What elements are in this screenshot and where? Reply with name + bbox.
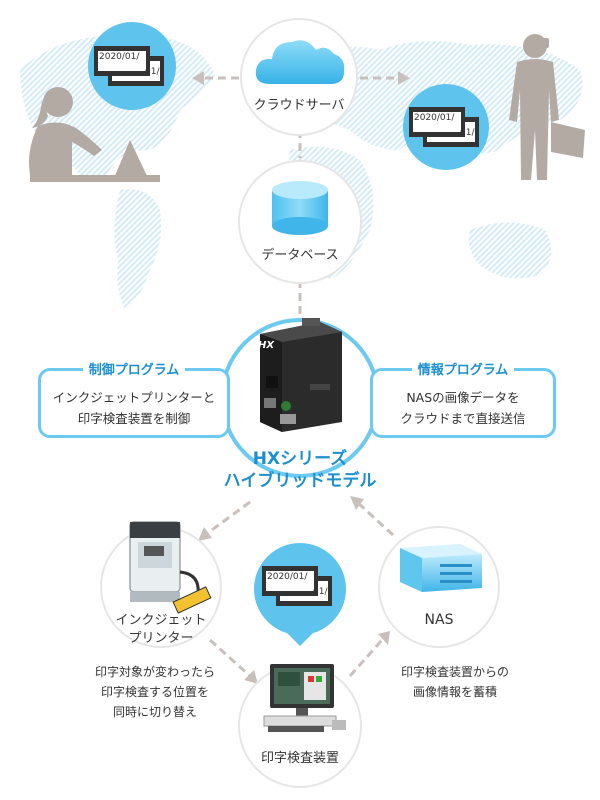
film-date-text: 2020/01/ <box>99 52 140 62</box>
hx-logo-text: HX <box>258 340 275 351</box>
film-date-text-back: 01/ <box>460 128 475 138</box>
inkjet-printer-icon <box>129 521 212 614</box>
info-program-line2: クラウドまで直接送信 <box>400 411 526 426</box>
inkjet-description-line3: 同時に切り替え <box>112 705 197 719</box>
businessman-icon <box>509 34 585 180</box>
inspection-device-icon <box>263 664 346 732</box>
person-laptop-icon <box>29 87 160 182</box>
film-date-text-back: 01/ <box>313 587 328 597</box>
control-program-callout: 制御プログラム インクジェットプリンターと 印字検査装置を制御 <box>38 363 230 438</box>
inkjet-printer-label-line2: プリンター <box>128 631 194 646</box>
nas-label: NAS <box>424 612 454 628</box>
nas-description-line1: 印字検査装置からの <box>400 665 509 679</box>
film-strip-icon <box>262 566 332 606</box>
database-label: データベース <box>261 248 339 263</box>
inspection-device-label: 印字検査装置 <box>260 751 339 766</box>
info-program-line1: NASの画像データを <box>406 390 520 405</box>
control-program-title: 制御プログラム <box>82 363 186 378</box>
info-program-title: 情報プログラム <box>411 363 515 378</box>
bubble-pointer <box>284 630 316 646</box>
inkjet-printer-label-line1: インクジェット <box>115 613 207 628</box>
control-program-line1: インクジェットプリンターと <box>52 390 216 405</box>
hx-series-subtitle: ハイブリッドモデル <box>223 471 377 491</box>
inkjet-description-line1: 印字対象が変わったら <box>94 665 215 679</box>
control-program-line2: 印字検査装置を制御 <box>77 411 191 426</box>
info-program-callout: 情報プログラム NASの画像データを クラウドまで直接送信 <box>370 363 556 438</box>
hx-controller-device <box>260 318 342 432</box>
film-strip-icon <box>409 107 479 147</box>
film-strip-icon <box>94 46 164 86</box>
nas-icon <box>400 544 482 592</box>
cloud-icon <box>255 40 345 84</box>
nas-description-line2: 画像情報を蓄積 <box>412 685 497 699</box>
hx-series-title: HXシリーズ <box>252 449 348 469</box>
film-date-text: 2020/01/ <box>414 113 455 123</box>
film-date-text: 2020/01/ <box>267 572 308 582</box>
film-date-text-back: 01/ <box>145 67 160 77</box>
cloud-server-label: クラウドサーバ <box>253 98 345 113</box>
database-icon <box>272 181 328 235</box>
inkjet-description: 印字対象が変わったら 印字検査する位置を 同時に切り替え <box>70 662 240 722</box>
inkjet-description-line2: 印字検査する位置を <box>100 685 209 699</box>
nas-description: 印字検査装置からの 画像情報を蓄積 <box>370 662 540 702</box>
